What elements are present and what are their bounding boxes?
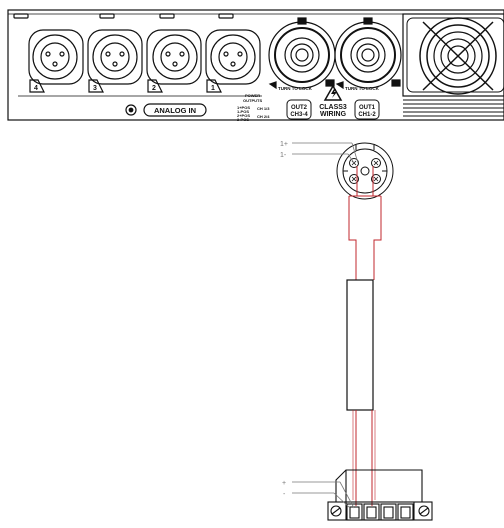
out2-channels: CH3-4	[290, 112, 308, 118]
speakon-plug-connector	[336, 142, 394, 200]
out2-label: OUT2	[291, 105, 308, 111]
class3-wiring-label: WIRING	[320, 111, 347, 118]
out1-channels: CH1-2	[358, 112, 376, 118]
analog-in-label: ANALOG IN	[154, 106, 196, 115]
xlr-input-1	[205, 13, 261, 85]
xlr-input-2	[146, 13, 202, 85]
turn-to-lock-left: TURN TO LOCK	[278, 86, 313, 91]
xlr-number-2: 2	[152, 85, 156, 92]
xlr-number-3: 3	[93, 85, 97, 92]
power-outputs-row-1: 1+POS	[237, 105, 250, 110]
cable	[346, 166, 382, 506]
ground-screw	[125, 104, 137, 116]
terminal-plus-label: +	[282, 480, 286, 487]
terminal-leader-lines	[292, 481, 355, 509]
power-outputs-title-2: OUTPUTS	[243, 98, 262, 103]
cable-jacket	[346, 279, 374, 411]
power-outputs-ch13: CH 1/3	[257, 106, 270, 111]
terminal-block	[327, 469, 433, 521]
class3-label: CLASS3	[319, 104, 347, 111]
speakon-pin-plus-label: 1+	[280, 141, 288, 148]
pin-leader-lines	[292, 142, 359, 164]
power-outputs-title-1: POWER	[245, 93, 260, 98]
power-outputs-ch24: CH 2/4	[257, 114, 270, 119]
power-outputs-legend: POWER OUTPUTS 1+POS 1-POS 2+POS 2-POS CH…	[237, 93, 270, 122]
xlr-number-1: 1	[211, 85, 215, 92]
power-outputs-row-4: 2-POS	[237, 117, 249, 122]
out1-label: OUT1	[359, 105, 376, 111]
terminal-minus-label: -	[283, 491, 286, 498]
xlr-input-4	[13, 13, 84, 85]
xlr-input-3	[87, 13, 143, 85]
power-outputs-row-2: 1-POS	[237, 109, 249, 114]
speakon-panel-out1	[334, 17, 402, 90]
speakon-pin-minus-label: 1-	[280, 152, 287, 159]
turn-to-lock-right: TURN TO LOCK	[345, 86, 380, 91]
fan-grille	[402, 13, 504, 117]
out2-box	[286, 99, 312, 120]
xlr-number-labels: 4 3 2 1	[34, 85, 215, 92]
analog-in-box	[143, 103, 207, 117]
warning-icon	[323, 84, 343, 101]
xlr-number-4: 4	[34, 85, 38, 92]
out1-box	[354, 99, 380, 120]
power-outputs-row-3: 2+POS	[237, 113, 250, 118]
